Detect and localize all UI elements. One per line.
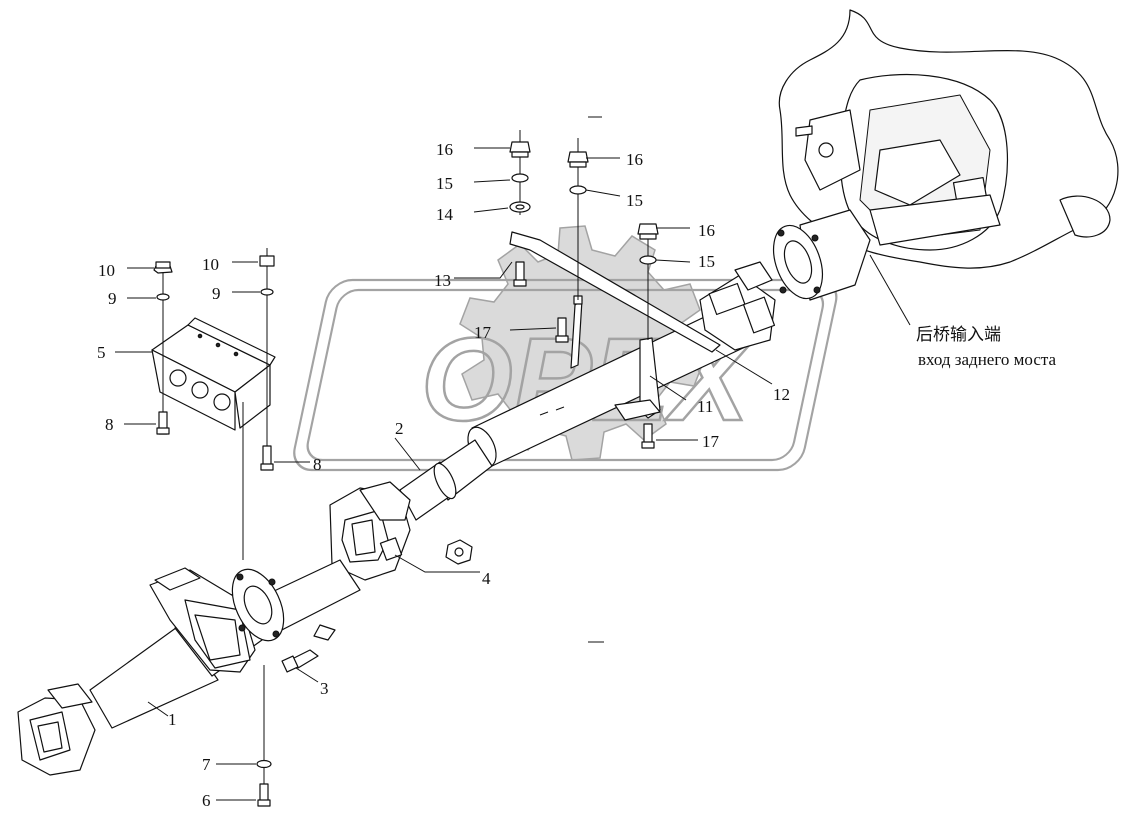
callout-12: 12 <box>773 385 790 404</box>
nut-16-c <box>637 223 659 235</box>
callout-10a: 10 <box>98 261 115 280</box>
callout-14: 14 <box>436 205 454 224</box>
callout-9b: 9 <box>212 284 221 303</box>
callout-16c: 16 <box>698 221 715 240</box>
fasteners <box>153 141 659 807</box>
lockwasher-9-left <box>156 293 170 301</box>
callout-13: 13 <box>434 271 451 290</box>
callout-16a: 16 <box>436 140 453 159</box>
nut-10-right <box>259 255 275 267</box>
flange-yoke-front <box>329 481 411 581</box>
callout-17a: 17 <box>474 323 492 342</box>
rear-axle-housing <box>772 9 1119 301</box>
hanger-straps <box>509 231 721 421</box>
rear-axle-input-caption: 后桥输入端 вход заднего моста <box>916 325 1057 369</box>
callout-15a: 15 <box>436 174 453 193</box>
lockwasher-15-a <box>511 173 529 183</box>
nut-16-b <box>567 151 589 163</box>
callouts: 1 2 3 4 5 6 7 8 8 9 9 10 10 11 12 13 14 … <box>97 140 790 810</box>
callout-17b: 17 <box>702 432 720 451</box>
callout-11: 11 <box>697 397 713 416</box>
lockwasher-15-c <box>639 255 657 265</box>
callout-15b: 15 <box>626 191 643 210</box>
intermediate-shaft <box>399 261 776 521</box>
callout-8a: 8 <box>105 415 114 434</box>
callout-4: 4 <box>482 569 491 588</box>
callout-10b: 10 <box>202 255 219 274</box>
callout-6: 6 <box>202 791 211 810</box>
callout-5: 5 <box>97 343 106 362</box>
support-bracket <box>151 317 276 431</box>
caption-chinese: 后桥输入端 <box>916 325 1001 344</box>
washer-7 <box>256 759 272 769</box>
callout-3: 3 <box>320 679 329 698</box>
caption-russian: вход заднего моста <box>918 350 1057 369</box>
lockwasher-15-b <box>569 185 587 195</box>
callout-9a: 9 <box>108 289 117 308</box>
watermark-frame-inner <box>306 288 825 462</box>
callout-16b: 16 <box>626 150 643 169</box>
callout-8b: 8 <box>313 455 322 474</box>
callout-2: 2 <box>395 419 404 438</box>
leader-lines <box>115 116 911 801</box>
callout-7: 7 <box>202 755 211 774</box>
nut-16-a <box>509 141 531 153</box>
front-propeller-shaft <box>17 559 361 776</box>
callout-1: 1 <box>168 710 177 729</box>
callout-15c: 15 <box>698 252 715 271</box>
